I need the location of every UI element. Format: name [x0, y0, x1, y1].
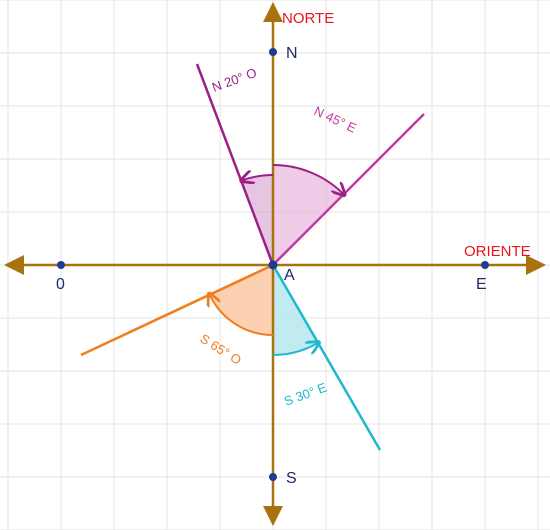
ray-s30e	[271, 264, 382, 451]
label-s30e: S 30° E	[282, 379, 329, 408]
arc-n20o	[242, 175, 274, 180]
angle-arcs	[210, 164, 344, 356]
bearing-rays	[80, 63, 425, 451]
points	[57, 48, 489, 481]
point-w	[57, 261, 65, 269]
point-labels: A N S E 0	[56, 45, 487, 487]
label-n: N	[286, 45, 298, 62]
label-n45e: N 45° E	[312, 103, 359, 136]
angle-sectors	[209, 165, 344, 355]
label-w: 0	[56, 276, 65, 293]
ray-n45e	[272, 113, 425, 266]
arc-n45e	[272, 164, 344, 194]
point-a	[268, 260, 278, 270]
point-n	[269, 48, 277, 56]
label-a: A	[284, 267, 295, 284]
ray-n20o	[195, 63, 275, 266]
sector-s30e	[273, 265, 318, 355]
label-s: S	[286, 470, 297, 487]
north-axis-label: NORTE	[282, 10, 334, 27]
label-s65o: S 65° O	[197, 331, 244, 368]
sector-s65o	[209, 265, 273, 335]
direction-labels: NORTE ORIENTE	[282, 10, 531, 260]
point-s	[269, 473, 277, 481]
label-n20o: N 20° O	[210, 65, 259, 95]
ray-s65o	[80, 263, 274, 357]
point-e	[481, 261, 489, 269]
east-axis-label: ORIENTE	[464, 243, 531, 260]
arc-s30e	[272, 343, 318, 356]
sector-n45e	[273, 165, 344, 265]
label-e: E	[476, 276, 487, 293]
arc-s65o	[210, 295, 274, 336]
